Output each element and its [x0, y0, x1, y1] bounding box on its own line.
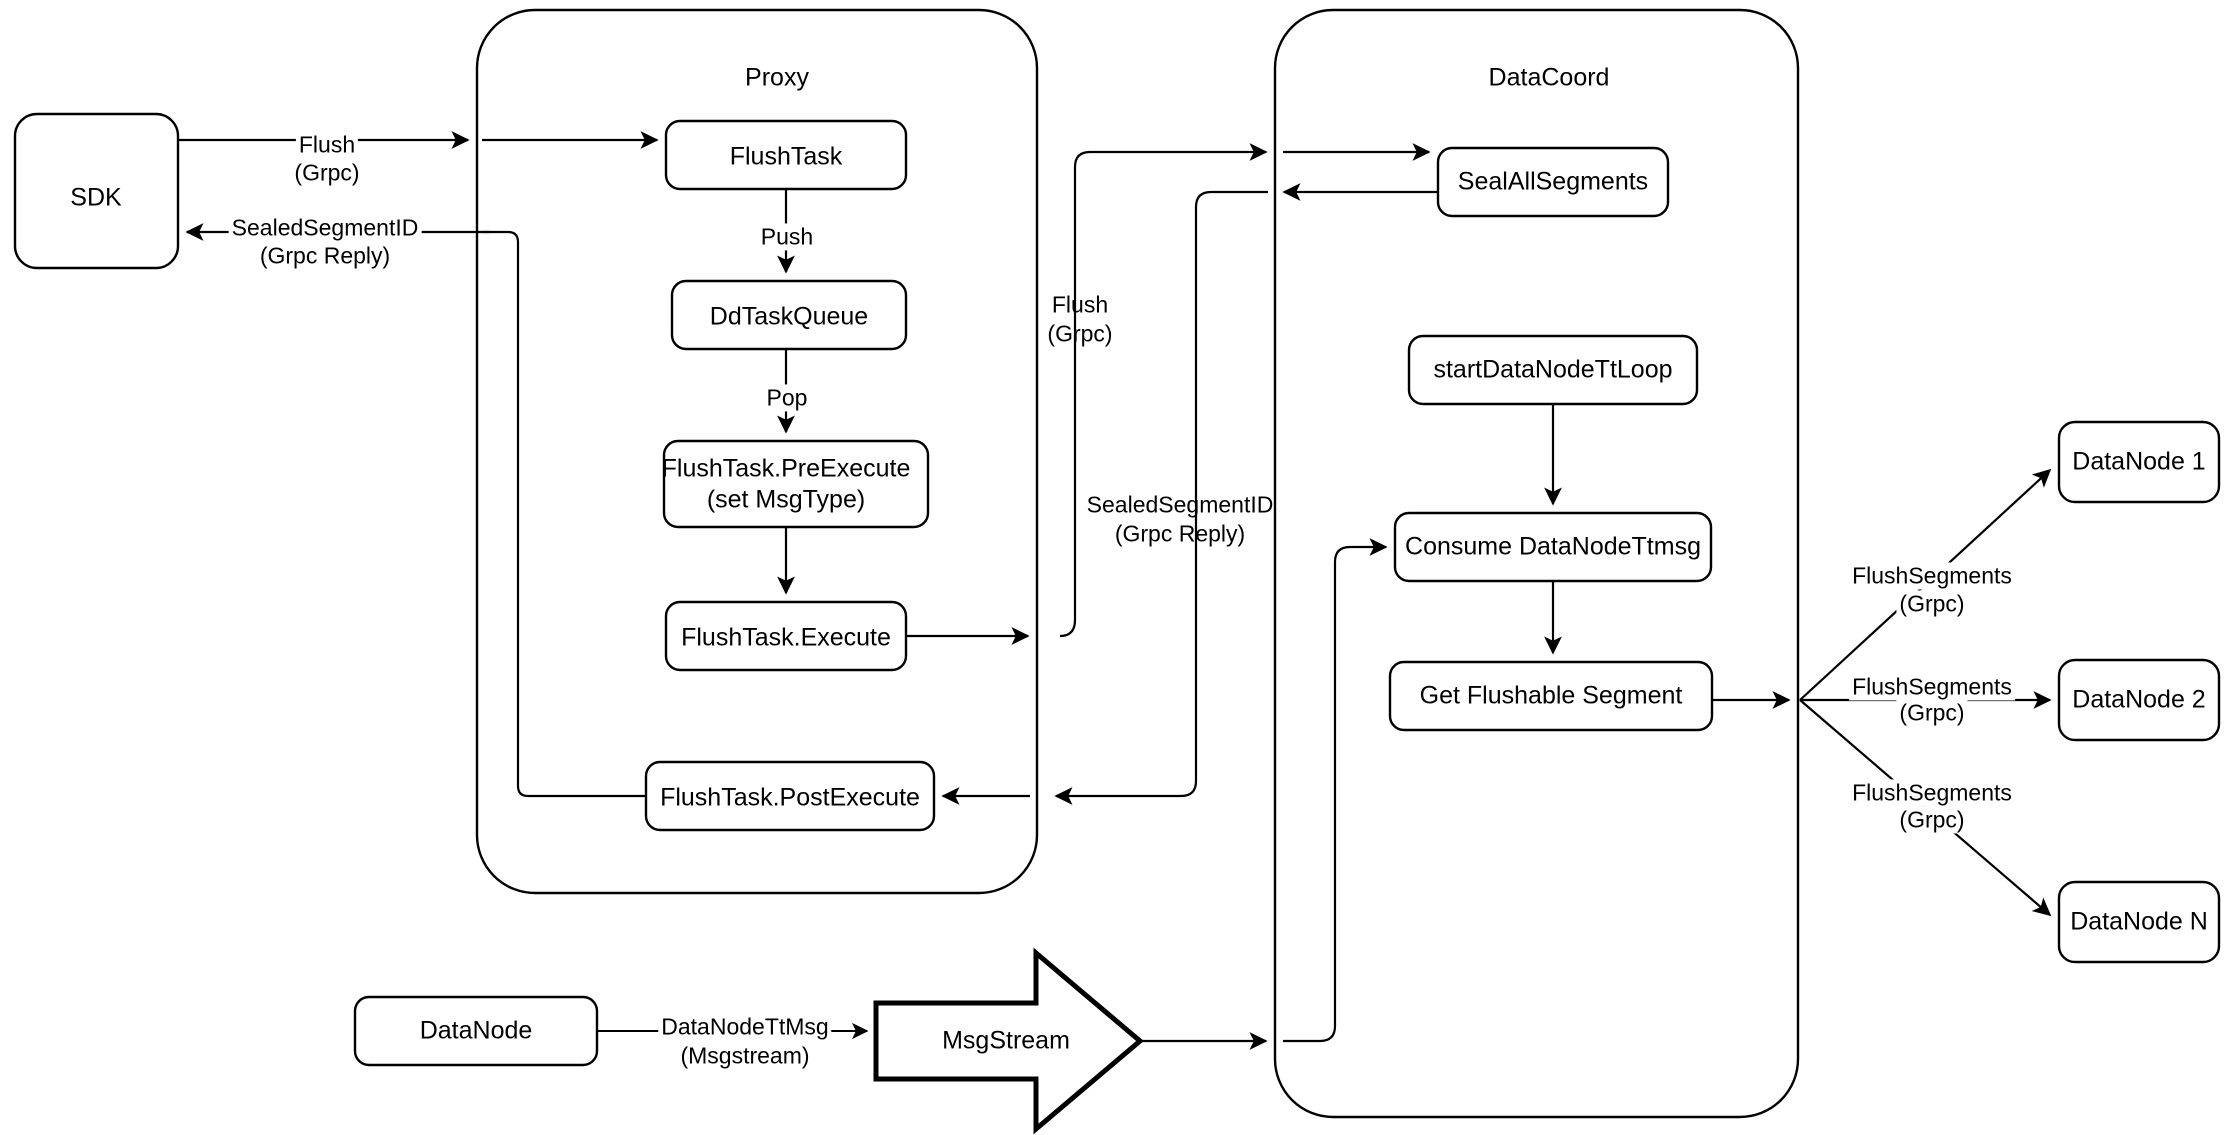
node-dd-task-queue[interactable]	[670, 279, 908, 351]
node-datanode-source[interactable]	[353, 995, 599, 1067]
edge-flush-grpc-to-datacoord	[1059, 143, 1268, 638]
node-get-flushable-segment[interactable]	[1388, 660, 1714, 732]
node-consume-datanode-ttmsg[interactable]	[1393, 511, 1713, 583]
node-datanode-1[interactable]	[2057, 420, 2221, 504]
node-msgstream[interactable]	[873, 947, 1144, 1135]
edge-sealedsegmentid-reply-to-proxy	[1054, 190, 1268, 805]
node-datanode-2[interactable]	[2057, 658, 2221, 742]
node-sdk[interactable]	[13, 112, 180, 270]
node-flush-task[interactable]	[664, 119, 908, 191]
node-flushtask-preexecute[interactable]	[662, 439, 930, 529]
container-proxy	[475, 8, 1039, 895]
node-datanode-n[interactable]	[2057, 880, 2221, 964]
edge-postexecute-return-to-sdk	[482, 230, 646, 798]
node-flushtask-execute[interactable]	[664, 600, 908, 672]
edge-datacoord-wall-to-consume	[1283, 538, 1388, 1043]
container-datacoord	[1273, 8, 1800, 1119]
node-flushtask-postexecute[interactable]	[644, 760, 936, 832]
node-start-datanode-tt-loop[interactable]	[1407, 334, 1699, 406]
edge-fanout-to-datanode-1	[1799, 468, 2052, 701]
node-seal-all-segments[interactable]	[1436, 146, 1670, 218]
edge-fanout-to-datanode-n	[1799, 699, 2052, 917]
